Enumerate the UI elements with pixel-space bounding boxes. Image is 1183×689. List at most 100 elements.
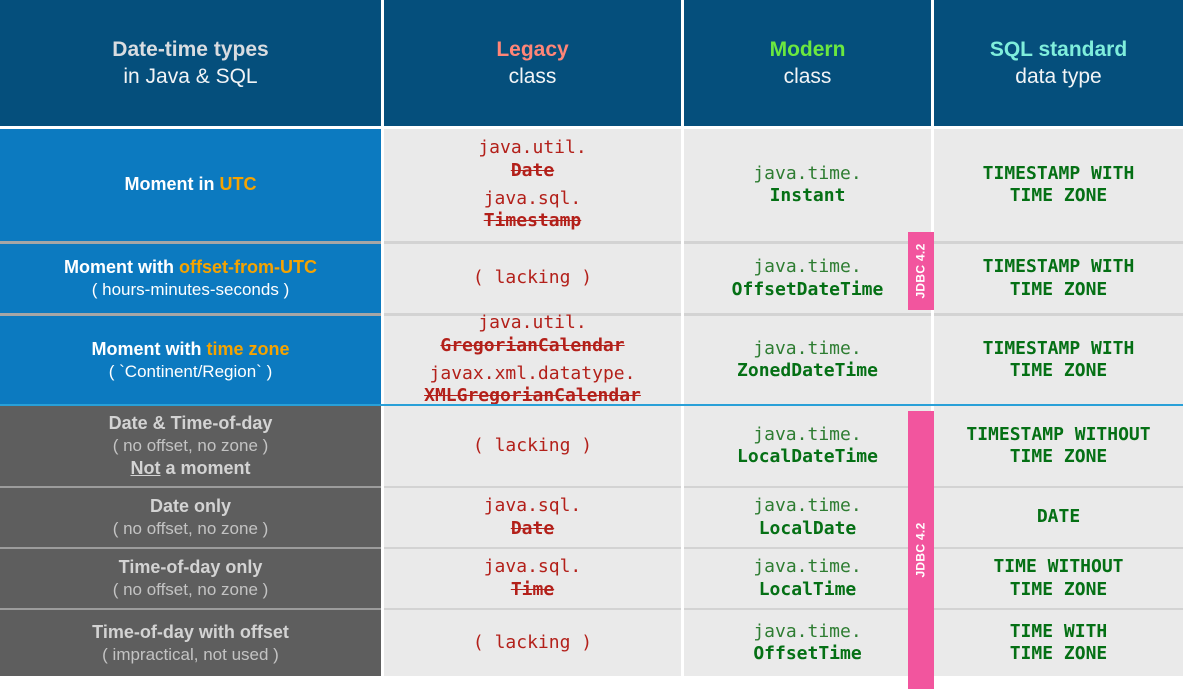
header-legacy-line2: class <box>508 65 557 88</box>
column-divider <box>381 549 384 608</box>
row-divider <box>384 313 681 316</box>
column-divider <box>681 244 684 313</box>
code-group: java.time. LocalDate <box>753 495 861 540</box>
code-group: java.time. LocalTime <box>753 556 861 601</box>
column-divider <box>681 129 684 241</box>
jdbc-badge-label: JDBC 4.2 <box>914 522 928 578</box>
class-name: OffsetTime <box>753 643 862 664</box>
sql-cell-date-time-of-day: TIMESTAMP WITHOUT TIME ZONE <box>934 406 1183 486</box>
legacy-cell-date-time-of-day: ( lacking ) <box>384 406 681 486</box>
sql-type-line: TIME ZONE <box>1009 185 1108 206</box>
row-label-main: Moment with time zone <box>91 338 290 359</box>
row-divider <box>0 486 381 488</box>
modern-cell-time-of-day-offset: java.time. OffsetTime <box>684 610 931 676</box>
row-divider <box>684 486 931 488</box>
header-cell-sql: SQL standard data type <box>934 0 1183 126</box>
class-name: Date <box>510 159 555 181</box>
column-divider <box>381 486 384 488</box>
row-label-sub: ( impractical, not used ) <box>102 644 279 664</box>
sql-type-line: DATE <box>1036 506 1081 528</box>
sql-type-line: TIMESTAMP WITH <box>982 162 1135 184</box>
package-name: java.time. <box>753 256 862 278</box>
row-label-sub: ( no offset, no zone ) <box>112 519 269 539</box>
row-label-main: Date & Time-of-day <box>108 413 273 434</box>
header-cell-legacy: Legacy class <box>384 0 681 126</box>
modern-cell-date-only: java.time. LocalDate <box>684 488 931 547</box>
row-divider <box>0 241 381 244</box>
class-name: OffsetDateTime <box>731 278 884 300</box>
package-name: java.time. <box>753 495 862 517</box>
sql-cell-moment-utc: TIMESTAMP WITH TIME ZONE <box>934 129 1183 241</box>
code-group: java.time. ZonedDateTime <box>737 338 878 383</box>
legacy-cell-time-of-day-only: java.sql. Time <box>384 549 681 608</box>
sql-type-line: TIME ZONE <box>1009 446 1108 467</box>
row-divider <box>384 241 681 244</box>
row-label-main: Moment with offset-from-UTC <box>64 257 317 278</box>
modern-cell-moment-utc: java.time. Instant <box>684 129 931 241</box>
code-group: java.sql. Timestamp <box>484 188 582 233</box>
row-divider <box>684 547 931 549</box>
lacking-label: ( lacking ) <box>472 631 593 653</box>
column-divider <box>381 488 384 547</box>
row-divider <box>934 313 1183 316</box>
code-group: java.sql. Time <box>484 556 582 601</box>
row-label-sub: ( no offset, no zone ) <box>112 580 269 600</box>
column-divider <box>931 313 934 316</box>
row-divider <box>0 608 381 610</box>
package-name: java.time. <box>753 423 862 445</box>
column-divider <box>681 549 684 608</box>
column-divider <box>381 313 384 316</box>
package-name: java.time. <box>753 556 862 578</box>
row-label-main: Moment in UTC <box>124 174 257 195</box>
row-label-time-of-day-offset: Time-of-day with offset ( impractical, n… <box>0 610 381 676</box>
class-name: GregorianCalendar <box>440 334 625 356</box>
column-divider <box>681 241 684 244</box>
code-group: javax.xml.datatype. XMLGregorianCalendar <box>424 363 641 408</box>
package-name: java.util. <box>478 312 587 334</box>
class-name: ZonedDateTime <box>737 360 878 381</box>
row-label-date-time-of-day: Date & Time-of-day ( no offset, no zone … <box>0 406 381 486</box>
code-group: java.sql. Date <box>484 495 582 540</box>
row-divider <box>684 608 931 610</box>
row-divider <box>934 547 1183 549</box>
header-sql-line2: data type <box>1015 65 1102 88</box>
sql-type-line: TIME ZONE <box>1009 360 1108 381</box>
header-category-line2: in Java & SQL <box>123 65 258 88</box>
sql-cell-moment-zone: TIMESTAMP WITH TIME ZONE <box>934 316 1183 404</box>
column-divider <box>931 129 934 241</box>
row-label-sub: ( hours-minutes-seconds ) <box>91 280 290 300</box>
legacy-cell-date-only: java.sql. Date <box>384 488 681 547</box>
row-label-sub: ( no offset, no zone ) <box>112 436 269 456</box>
modern-cell-moment-offset: java.time. OffsetDateTime <box>684 244 931 313</box>
jdbc-badge-local-types: JDBC 4.2 <box>908 411 934 689</box>
legacy-cell-moment-zone: java.util. GregorianCalendar javax.xml.d… <box>384 312 681 406</box>
package-name: javax.xml.datatype. <box>429 363 636 384</box>
column-divider <box>381 129 384 241</box>
row-divider <box>934 241 1183 244</box>
sql-cell-date-only: DATE <box>934 488 1183 547</box>
class-name: Instant <box>769 185 846 206</box>
package-name: java.sql. <box>483 556 582 578</box>
header-sql-line1: SQL standard <box>989 37 1128 61</box>
column-divider <box>681 316 684 404</box>
header-modern-line1: Modern <box>769 37 846 61</box>
package-name: java.time. <box>753 162 862 184</box>
column-divider <box>381 241 384 244</box>
column-divider <box>931 316 934 404</box>
sql-type-line: TIME ZONE <box>1009 578 1108 600</box>
package-name: java.time. <box>753 337 862 359</box>
column-divider <box>681 486 684 488</box>
class-name: Date <box>510 517 555 539</box>
legacy-cell-moment-offset: ( lacking ) <box>384 244 681 313</box>
column-divider <box>681 488 684 547</box>
code-group: java.time. OffsetTime <box>753 621 861 666</box>
header-category-line1: Date-time types <box>112 37 269 61</box>
column-divider <box>681 406 684 486</box>
row-divider <box>384 486 681 488</box>
sql-type-line: TIMESTAMP WITH <box>982 256 1135 278</box>
package-name: java.time. <box>753 620 862 642</box>
sql-type-line: TIME ZONE <box>1009 643 1108 664</box>
row-divider <box>934 608 1183 610</box>
row-label-time-of-day-only: Time-of-day only ( no offset, no zone ) <box>0 549 381 608</box>
jdbc-badge-label: JDBC 4.2 <box>914 243 928 299</box>
